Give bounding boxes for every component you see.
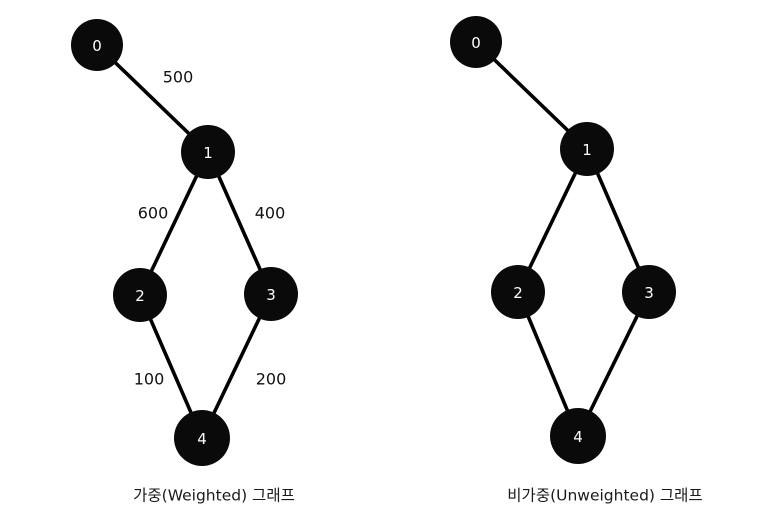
node-2 (113, 268, 167, 322)
node-4 (550, 408, 606, 464)
node-1 (560, 122, 614, 176)
node-0 (450, 16, 502, 68)
node-label-2: 2 (135, 287, 145, 305)
edge-weight-2-4: 100 (134, 370, 165, 389)
node-0 (71, 19, 123, 71)
node-label-3: 3 (266, 286, 276, 304)
weighted-graph-caption: 가중(Weighted) 그래프 (133, 487, 295, 505)
node-label-1: 1 (582, 141, 592, 159)
node-label-2: 2 (513, 284, 523, 302)
node-1 (181, 125, 235, 179)
node-3 (244, 267, 298, 321)
edge-weight-0-1: 500 (163, 68, 194, 87)
node-label-1: 1 (203, 144, 213, 162)
node-4 (174, 410, 230, 466)
weighted-graph: 0 1 2 3 4 500 600 400 100 200 가중(Weighted) 그래프 (71, 19, 298, 505)
edge-weight-1-2: 600 (138, 204, 169, 223)
node-3 (622, 265, 676, 319)
unweighted-graph: 0 1 2 3 4 비가중(Unweighted) 그래프 (450, 16, 703, 505)
node-label-3: 3 (644, 284, 654, 302)
graphs-layer: 0 1 2 3 4 500 600 400 100 200 가중(Weighted) 그래프 0 1 2 3… (71, 16, 703, 505)
node-label-4: 4 (197, 430, 207, 448)
edge-weight-1-3: 400 (255, 204, 286, 223)
edge-weight-3-4: 200 (256, 370, 287, 389)
node-label-0: 0 (471, 34, 481, 52)
unweighted-graph-caption: 비가중(Unweighted) 그래프 (507, 487, 702, 505)
node-label-4: 4 (573, 428, 583, 446)
node-2 (491, 265, 545, 319)
node-label-0: 0 (92, 37, 102, 55)
